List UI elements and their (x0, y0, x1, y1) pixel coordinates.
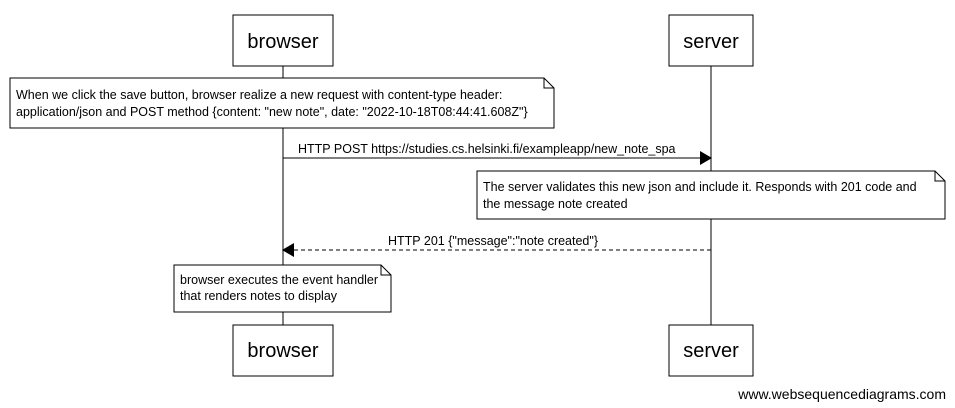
note-server-validates: The server validates this new json and i… (476, 170, 946, 220)
browser-label-top: browser (247, 31, 318, 53)
server-label-top: server (683, 31, 739, 53)
server-participant-bottom: server (668, 324, 754, 377)
note-event-handler: browser executes the event handler that … (173, 264, 392, 313)
server-label-bottom: server (683, 340, 739, 362)
message-http-post: HTTP POST https://studies.cs.helsinki.fi… (283, 142, 712, 165)
browser-participant-bottom: browser (232, 324, 334, 377)
server-participant-top: server (668, 14, 754, 67)
note-save-click: When we click the save button, browser r… (9, 77, 555, 129)
message-http-201-label: HTTP 201 {"message":"note created"} (388, 234, 598, 248)
message-http-post-label: HTTP POST https://studies.cs.helsinki.fi… (298, 142, 676, 156)
watermark: www.websequencediagrams.com (737, 386, 946, 402)
note-server-validates-line-1: The server validates this new json and i… (483, 180, 917, 194)
note-server-validates-line-2: the message note created (483, 197, 628, 211)
note-save-click-line-1: When we click the save button, browser r… (16, 88, 502, 102)
message-http-201: HTTP 201 {"message":"note created"} (282, 234, 711, 257)
note-event-handler-line-2: that renders notes to display (180, 289, 338, 303)
browser-label-bottom: browser (247, 340, 318, 362)
browser-participant-top: browser (232, 14, 334, 67)
note-save-click-line-2: application/json and POST method {conten… (16, 105, 528, 119)
note-event-handler-line-1: browser executes the event handler (180, 273, 378, 287)
